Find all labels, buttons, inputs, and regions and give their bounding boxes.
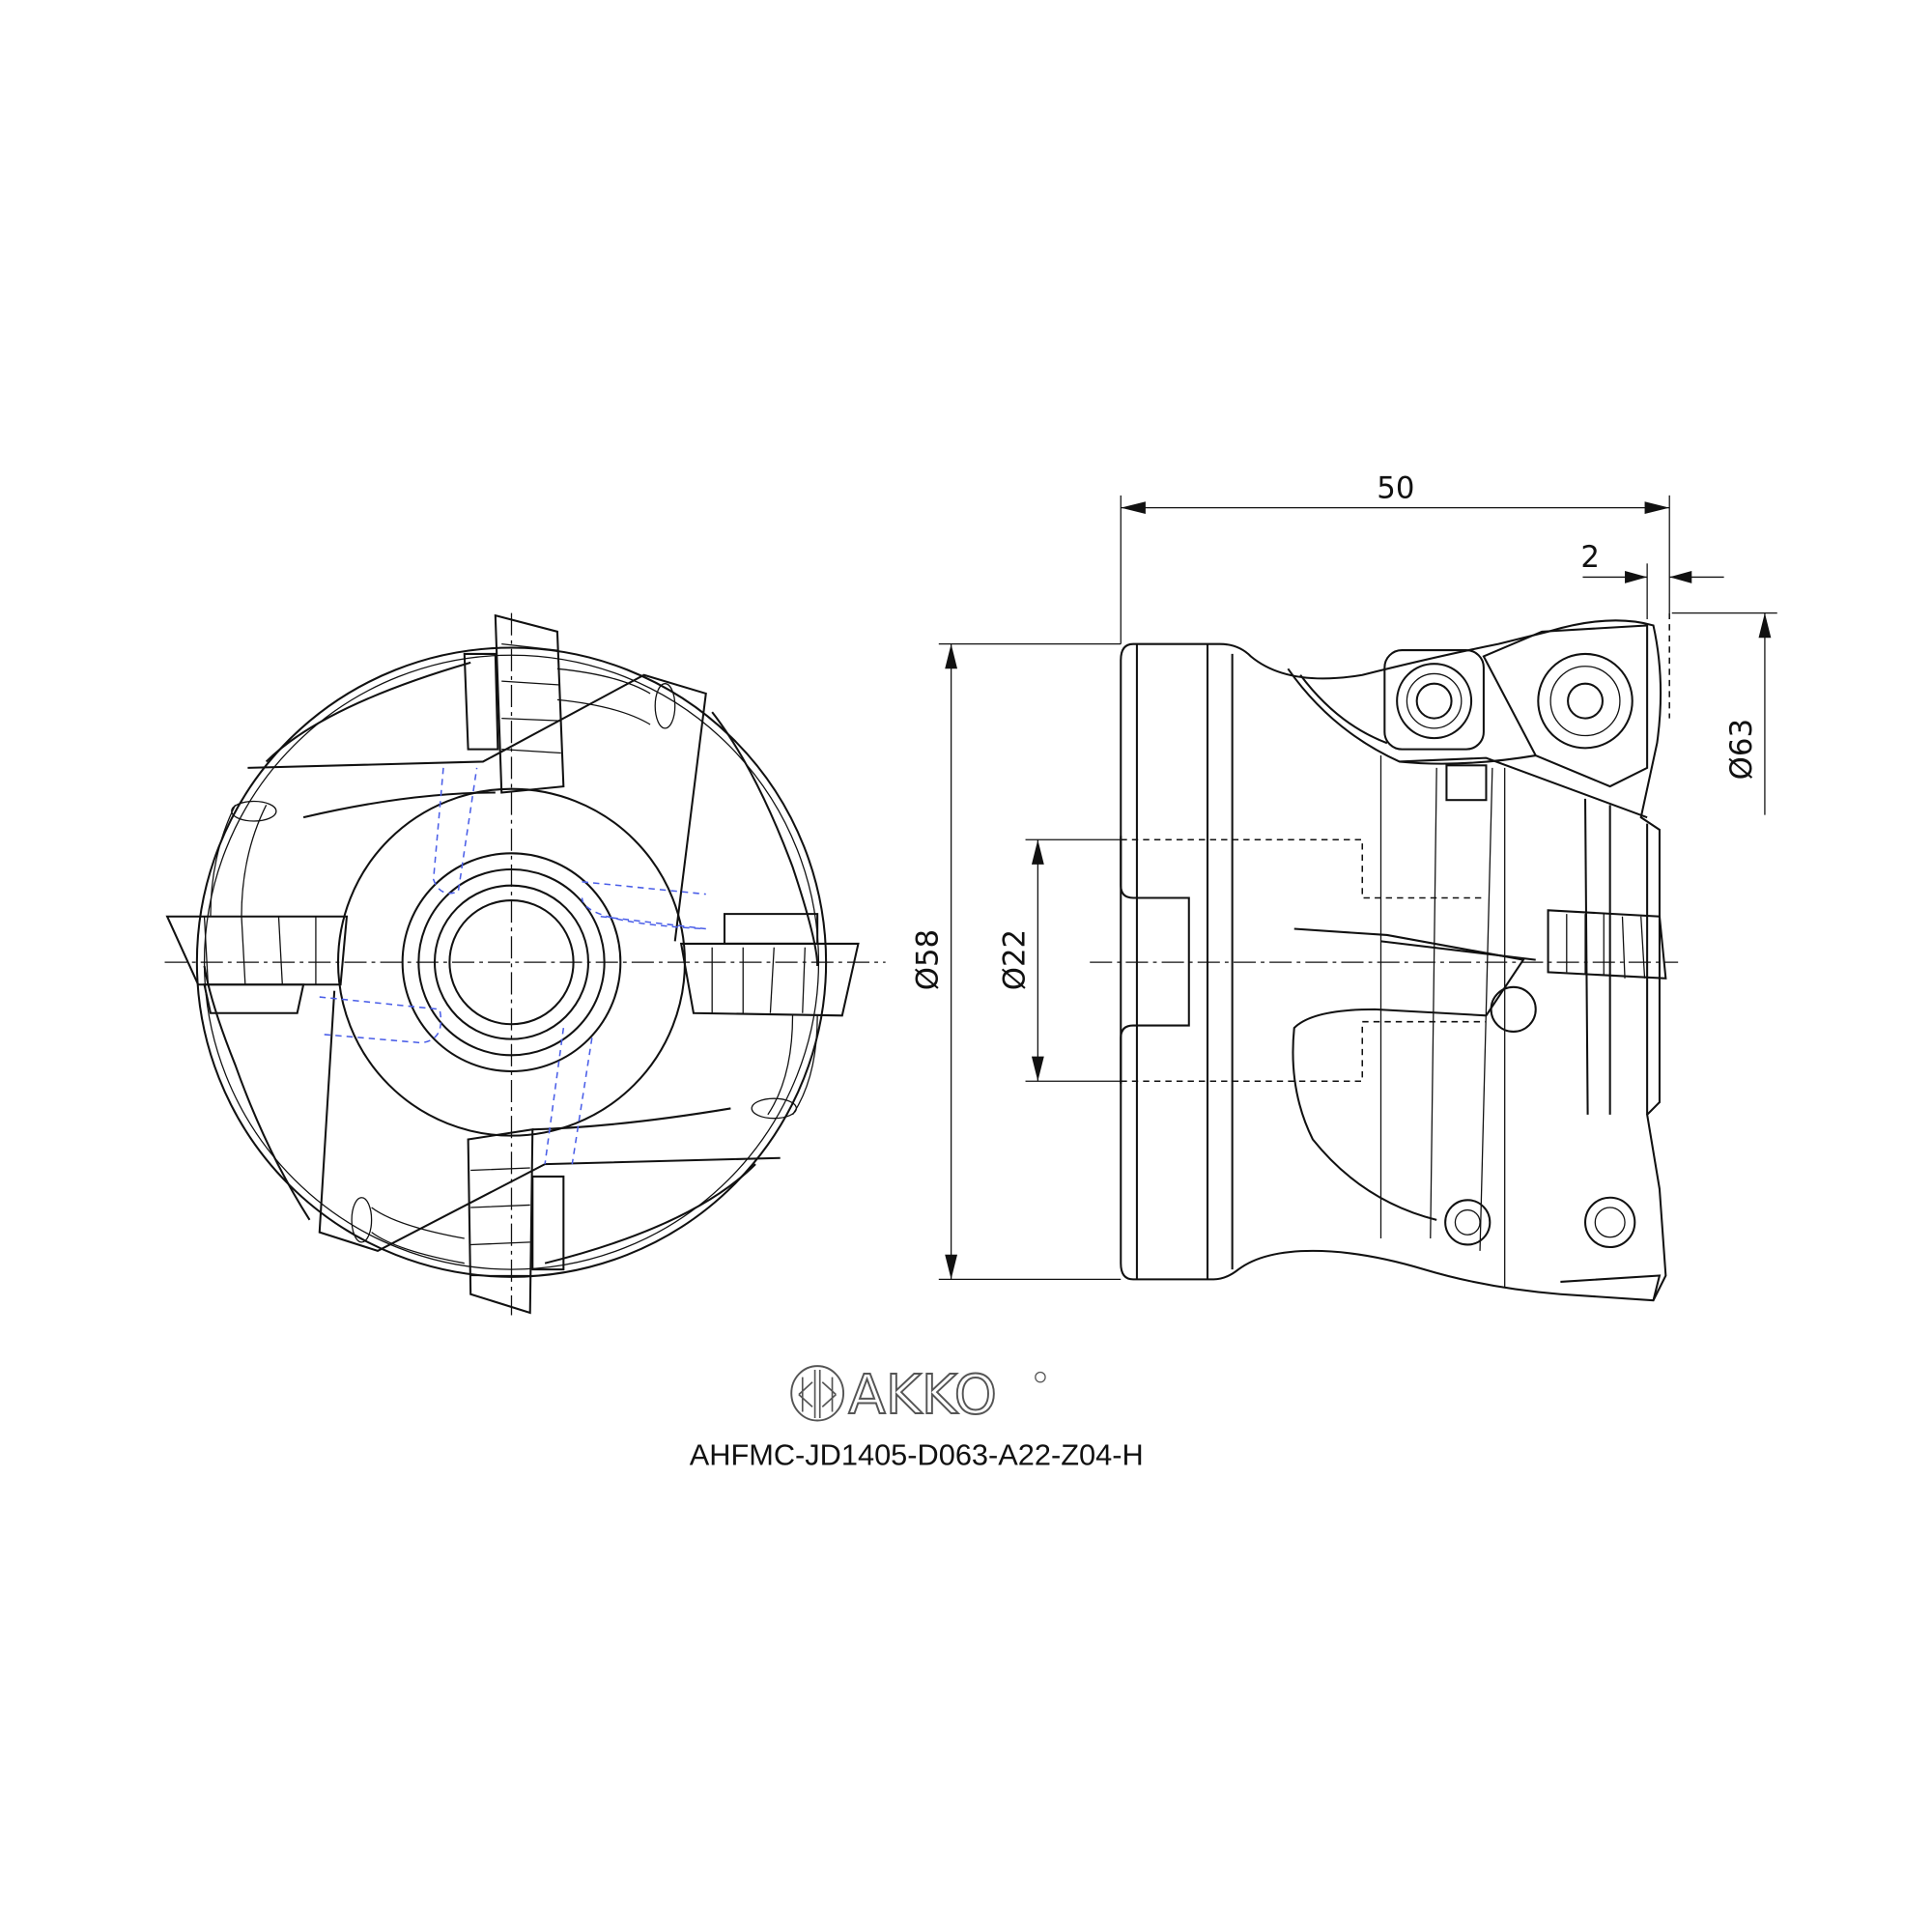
insert-left (165, 800, 349, 1014)
dimensions: 50 2 Ø63 Ø58 Ø22 (911, 470, 1777, 1280)
dim-bore-diameter-label: Ø22 (997, 929, 1032, 990)
akko-logo: AKKO (790, 1363, 1046, 1428)
dim-body-diameter-label: Ø58 (911, 929, 946, 990)
side-view (1090, 612, 1679, 1302)
dim-offset-label: 2 (1580, 540, 1600, 575)
insert-top (463, 613, 676, 794)
insert-right (679, 913, 860, 1120)
logo-text: AKKO (848, 1364, 997, 1427)
dim-length-label: 50 (1377, 470, 1414, 505)
part-number: AHFMC-JD1405-D063-A22-Z04-H (690, 1438, 1144, 1472)
front-view (164, 612, 886, 1316)
insert-bottom (351, 1128, 565, 1315)
dim-cut-diameter-label: Ø63 (1724, 719, 1759, 780)
cutter-body-outline (1120, 619, 1667, 1302)
